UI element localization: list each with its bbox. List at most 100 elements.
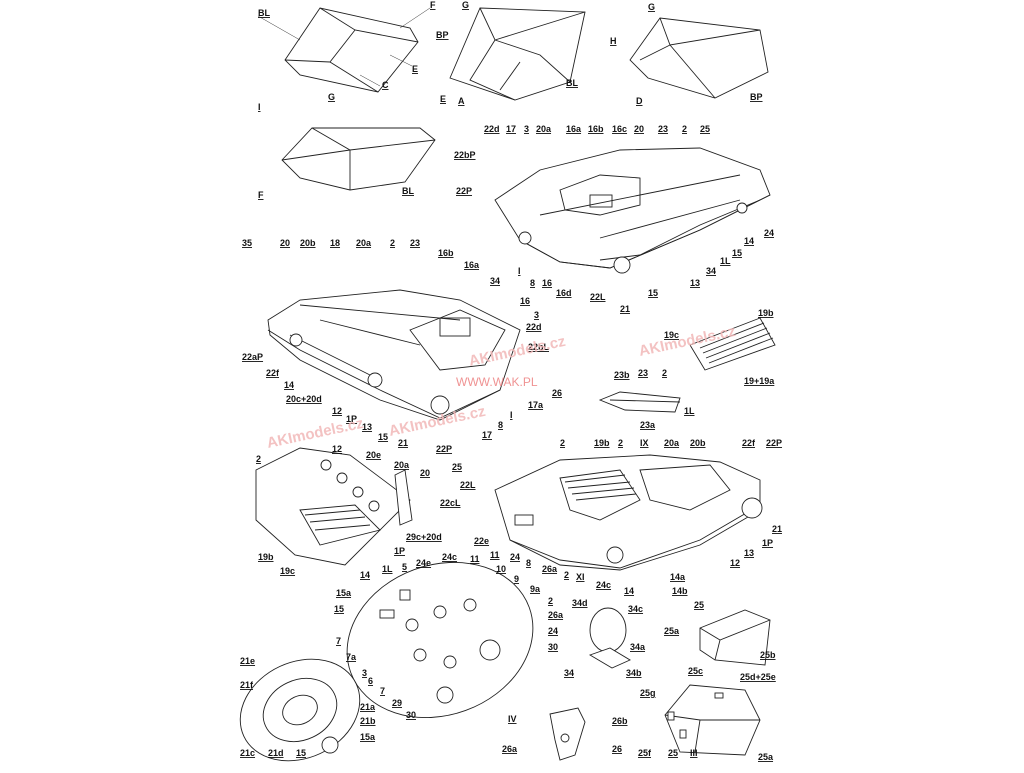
- label: 21d: [268, 748, 284, 758]
- label: 17: [506, 124, 516, 134]
- label: 24c: [442, 552, 457, 562]
- label: 23a: [640, 420, 656, 430]
- label: 19b: [758, 308, 774, 318]
- hull3-labels: 2 19b 2 IX 20a 20b 22f 22P 25 22L 22cL 2…: [440, 438, 782, 596]
- label: 19b: [258, 552, 274, 562]
- label: 35: [242, 238, 252, 248]
- label: 24: [548, 626, 558, 636]
- label: 16: [542, 278, 552, 288]
- handle: [714, 692, 724, 699]
- label: E: [412, 64, 418, 74]
- label: 13: [362, 422, 372, 432]
- label: 10: [496, 564, 506, 574]
- label: 22f: [266, 368, 280, 378]
- hull-front-plate: [409, 309, 506, 371]
- label: 22f: [742, 438, 756, 448]
- label: 34b: [626, 668, 642, 678]
- exhaust: [514, 514, 534, 526]
- label: 25g: [640, 688, 656, 698]
- rear-deck-part: [255, 447, 413, 566]
- label: 11: [470, 554, 480, 564]
- label: 22P: [456, 186, 472, 196]
- idler-wheel: [289, 333, 303, 347]
- label: 21b: [360, 716, 376, 726]
- label: A: [458, 96, 465, 106]
- label: BP: [750, 92, 763, 102]
- bottom-labels: 1L 14 5 24e 24c 11 10 9 9a 2 26a 24 30 1…: [334, 552, 564, 720]
- label: 26a: [542, 564, 558, 574]
- rail-shape: [598, 391, 681, 413]
- drive-sprocket: [613, 256, 631, 274]
- label: 9: [514, 574, 519, 584]
- idler-wheel: [518, 231, 532, 245]
- label: 3: [362, 668, 367, 678]
- label: 20c+20d: [286, 394, 322, 404]
- label: 20a: [536, 124, 552, 134]
- label: 17: [482, 430, 492, 440]
- hole: [443, 655, 457, 669]
- label: 20a: [664, 438, 680, 448]
- hatch: [439, 317, 471, 337]
- label: 12: [730, 558, 740, 568]
- label: 2: [564, 570, 569, 580]
- plate-shape: [346, 561, 534, 719]
- idler-wheel: [606, 546, 624, 564]
- hull-body: [494, 147, 771, 269]
- road-wheel-part: [239, 658, 361, 762]
- hub: [436, 686, 454, 704]
- bracket-shape: [549, 707, 586, 761]
- label: III: [690, 748, 698, 758]
- label: 16b: [588, 124, 604, 134]
- label: 19c: [664, 330, 679, 340]
- label: 20a: [394, 460, 410, 470]
- label: 1L: [382, 564, 393, 574]
- label: 8: [498, 420, 503, 430]
- label: G: [328, 92, 335, 102]
- label: 5: [402, 562, 407, 572]
- engine-grille-part: [689, 317, 776, 371]
- label: G: [462, 0, 469, 10]
- label: 15a: [360, 732, 376, 742]
- deck-side-plate: [394, 469, 413, 526]
- label: 20: [280, 238, 290, 248]
- label: 12: [332, 444, 342, 454]
- label: G: [648, 2, 655, 12]
- label: IX: [640, 438, 649, 448]
- label: 25f: [638, 748, 652, 758]
- label: I: [258, 102, 261, 112]
- engine-grille: [559, 469, 641, 521]
- label: 13: [744, 548, 754, 558]
- label: 22d: [526, 322, 542, 332]
- box4-shape: [281, 127, 436, 191]
- rear-wheel: [736, 202, 748, 214]
- label: 34a: [630, 642, 646, 652]
- label: 34: [706, 266, 716, 276]
- label: 2: [548, 596, 553, 606]
- label: 34: [490, 276, 500, 286]
- deck-shape: [255, 447, 411, 566]
- label: BL: [402, 186, 414, 196]
- drum-part-34: [588, 607, 631, 669]
- label: IV: [508, 714, 517, 724]
- label: 12: [332, 406, 342, 416]
- label: 22d: [484, 124, 500, 134]
- label: 20: [634, 124, 644, 134]
- label: 14: [624, 586, 634, 596]
- hull-assembly-rear: [494, 454, 763, 571]
- label: 34c: [628, 604, 643, 614]
- label: 34d: [572, 598, 588, 608]
- label: 8: [526, 558, 531, 568]
- label: 21: [772, 524, 782, 534]
- label: 22aP: [242, 352, 263, 362]
- grille-shape: [689, 317, 776, 371]
- label: 20e: [366, 450, 381, 460]
- label: 25: [700, 124, 710, 134]
- label: 25: [452, 462, 462, 472]
- label: 25c: [688, 666, 703, 676]
- bracket-hole: [560, 733, 570, 743]
- road-wheel: [367, 372, 383, 388]
- label: 22L: [590, 292, 606, 302]
- label: 15: [378, 432, 388, 442]
- label: 19c: [280, 566, 295, 576]
- label: 29c+20d: [406, 532, 442, 542]
